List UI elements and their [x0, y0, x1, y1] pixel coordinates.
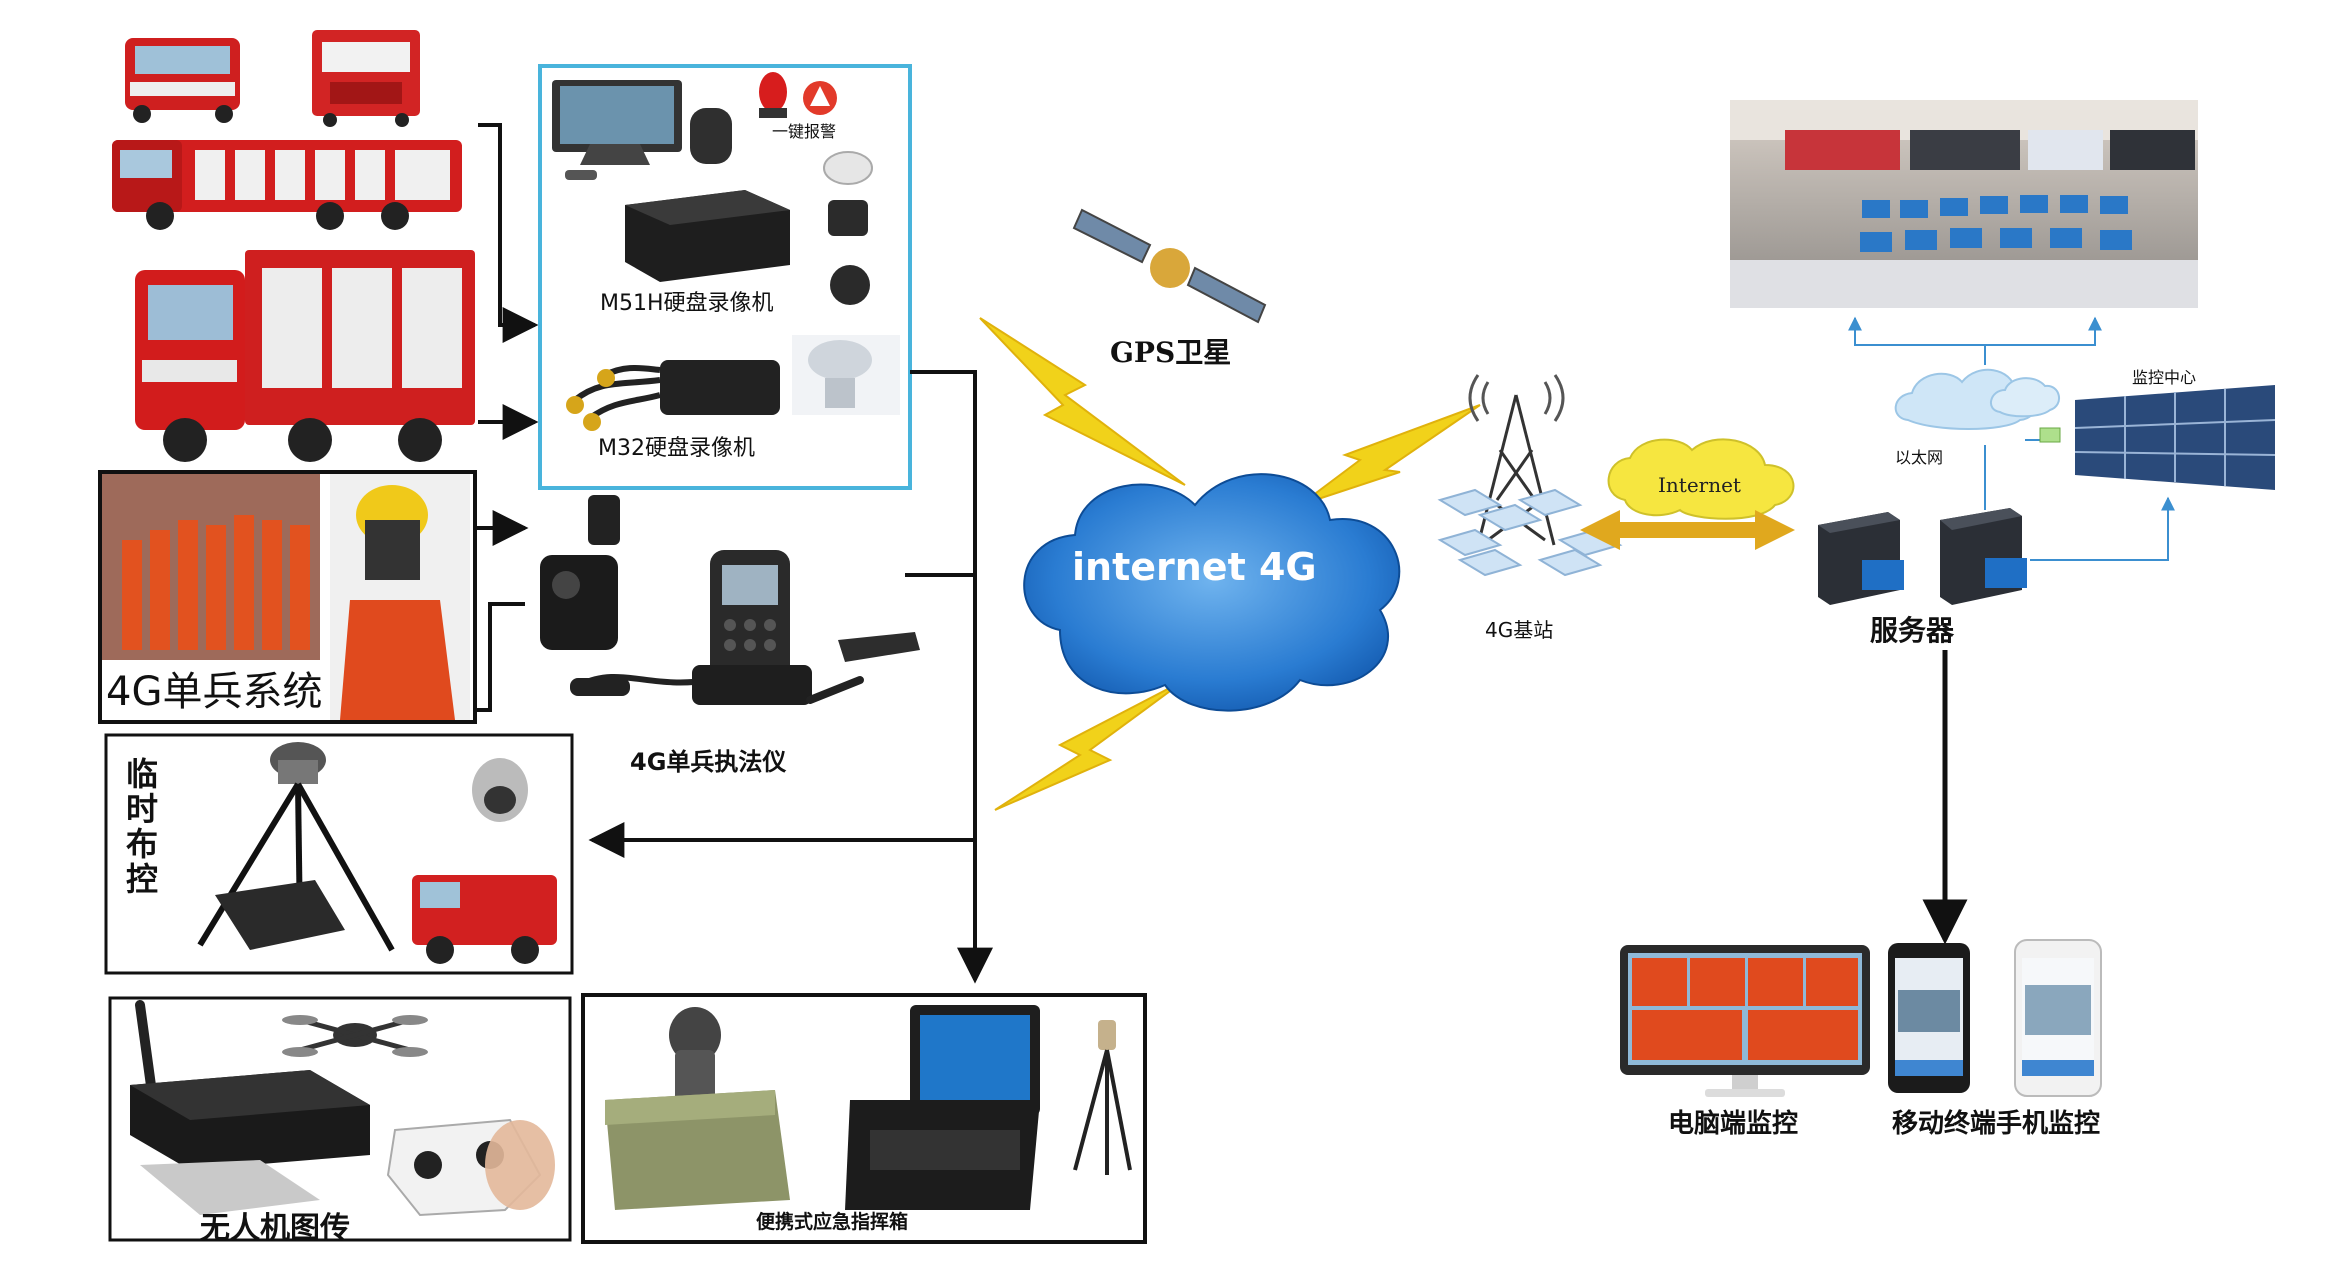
earpiece-icon [806, 676, 864, 704]
lightning-icon [1299, 404, 1481, 506]
lightning-icon [994, 679, 1186, 811]
ptz-case-icon [605, 1007, 790, 1210]
temp-control-panel: 临 时 布 控 [104, 733, 574, 975]
alarm-button-icon [803, 81, 837, 115]
battery-icon [838, 632, 920, 662]
connector-line [475, 602, 525, 712]
m51h-dvr-icon [625, 190, 790, 282]
temp-control-char: 时 [126, 790, 158, 828]
microphone-icon [690, 108, 732, 164]
portable-box-label: 便携式应急指挥箱 [756, 1210, 908, 1233]
m32-dvr-icon [566, 360, 780, 431]
wireless-signal-group [979, 317, 1481, 811]
fire-truck-icon [412, 875, 557, 964]
command-laptop-case-icon [845, 1005, 1040, 1210]
bullet-camera-icon [570, 678, 630, 696]
law-device-label: 4G单兵执法仪 [630, 748, 787, 776]
pc-monitor-label: 电脑端监控 [1668, 1109, 1798, 1139]
fire-truck-icon [112, 140, 462, 230]
drone-label: 无人机图传 [200, 1211, 350, 1246]
fire-truck-icon [312, 30, 420, 127]
m32-label: M32硬盘录像机 [598, 436, 755, 461]
vehicle-camera-icon [830, 265, 870, 305]
video-transmitter-icon [130, 1000, 370, 1170]
m51h-label: M51H硬盘录像机 [600, 291, 774, 316]
connector-line [910, 370, 977, 960]
server-icon [1818, 512, 1904, 605]
vehicle-camera-icon [828, 200, 868, 236]
internet-cloud: Internet [1607, 438, 1795, 520]
bidirectional-arrow [1580, 510, 1795, 550]
fire-truck-icon [135, 250, 475, 462]
phone-icon [2014, 939, 2102, 1097]
vehicle-device-panel: 一键报警 M51H硬盘录像机 M32硬盘录像机 [538, 64, 912, 490]
pc-monitor-icon [1620, 945, 1870, 1097]
base-station-icon [1437, 374, 1623, 577]
body-camera-icon [540, 495, 620, 650]
temp-control-char: 临 [126, 755, 158, 793]
mobile-monitor-label: 移动终端手机监控 [1892, 1108, 2100, 1139]
tripod-camera-icon [197, 742, 395, 952]
fire-truck-group [112, 30, 475, 462]
temp-control-label: 临 时 布 控 [126, 755, 169, 898]
vehicle-monitor-icon [552, 80, 682, 165]
handheld-terminal-icon [692, 550, 812, 705]
ethernet-cloud [1894, 368, 2060, 430]
ethernet-label: 以太网 [1895, 448, 1943, 467]
switch-icon [2039, 427, 2061, 443]
portable-box-panel: 便携式应急指挥箱 [581, 993, 1147, 1244]
drone-panel: 无人机图传 [108, 996, 572, 1246]
firefighter-icon [330, 474, 470, 720]
internet-4g-cloud: internet 4G [1023, 473, 1401, 712]
video-wall-icon [2074, 385, 2276, 490]
ptz-camera-icon [792, 335, 900, 415]
fire-truck-icon [125, 38, 240, 123]
lightning-icon [979, 317, 1186, 486]
soldier-system-label: 4G单兵系统 [106, 669, 322, 715]
temp-control-char: 布 [126, 825, 158, 863]
cloud-4g-label: internet 4G [1072, 545, 1317, 589]
law-device-group [540, 495, 920, 705]
drone-icon [282, 1015, 428, 1057]
connector-line [478, 123, 539, 343]
alarm-label: 一键报警 [772, 122, 836, 141]
tripod-camera-icon [1073, 1020, 1132, 1175]
remote-controller-icon [386, 1118, 555, 1217]
phone-icon [1888, 943, 1970, 1093]
gps-satellite-icon [1072, 208, 1267, 324]
ptz-camera-icon [472, 758, 528, 822]
soldier-system-panel: 4G单兵系统 [98, 470, 477, 724]
bracket-icon [140, 1160, 320, 1215]
dome-camera-icon [823, 151, 873, 185]
internet-cloud-label: Internet [1658, 473, 1741, 497]
gps-label: GPS卫星 [1110, 336, 1231, 369]
monitor-center-label: 监控中心 [2132, 368, 2196, 387]
alarm-light-icon [759, 72, 787, 118]
server-label: 服务器 [1870, 614, 1955, 647]
control-room-image [1730, 100, 2198, 308]
server-icon [1940, 508, 2027, 605]
base-station-label: 4G基站 [1485, 618, 1553, 642]
temp-control-char: 控 [126, 860, 158, 898]
remote-icon [565, 170, 597, 180]
